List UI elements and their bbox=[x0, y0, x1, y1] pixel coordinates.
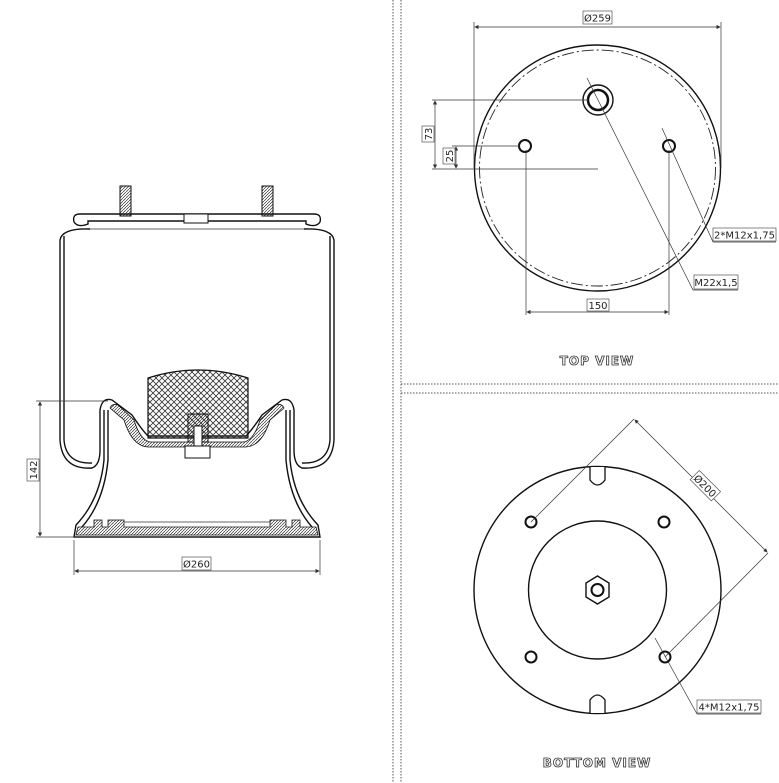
piston-nut bbox=[184, 445, 211, 459]
center-nut bbox=[585, 575, 610, 605]
slot-top bbox=[589, 467, 606, 486]
air-inlet-thread-label: M22x1,5 bbox=[694, 278, 737, 289]
top-view-title: TOP VIEW bbox=[560, 354, 635, 368]
stud-thread-label: 2*M12x1,75 bbox=[714, 231, 775, 242]
bolt-thread-label: 4*M12x1,75 bbox=[699, 703, 760, 714]
side-view: 142 Ø260 bbox=[26, 185, 335, 575]
bolt-hole bbox=[657, 515, 671, 529]
bolt-hole bbox=[524, 515, 538, 529]
top-view: Ø259 73 25 150 M22x1,5 2*M12x1,75 TOP VI… bbox=[421, 10, 777, 368]
stud-right bbox=[261, 185, 274, 217]
bump-stop bbox=[147, 369, 249, 439]
top-spacing-dimension: 150 bbox=[588, 301, 607, 312]
bottom-view: Ø200 4*M12x1,75 BOTTOM VIEW bbox=[473, 418, 769, 770]
stud-hole-left bbox=[518, 139, 532, 153]
bottom-view-title: BOTTOM VIEW bbox=[543, 756, 652, 770]
top-diameter-dimension: Ø259 bbox=[584, 13, 611, 25]
top-offset-25-dimension: 25 bbox=[445, 150, 456, 163]
slot-bottom bbox=[589, 694, 606, 713]
bolt-hole bbox=[658, 650, 672, 664]
top-offset-73-dimension: 73 bbox=[424, 128, 435, 141]
view-separators bbox=[392, 0, 779, 783]
bolt-hole bbox=[524, 650, 538, 664]
side-height-dimension: 142 bbox=[29, 460, 40, 479]
stud-left bbox=[119, 185, 132, 217]
side-diameter-dimension: Ø260 bbox=[183, 559, 210, 571]
